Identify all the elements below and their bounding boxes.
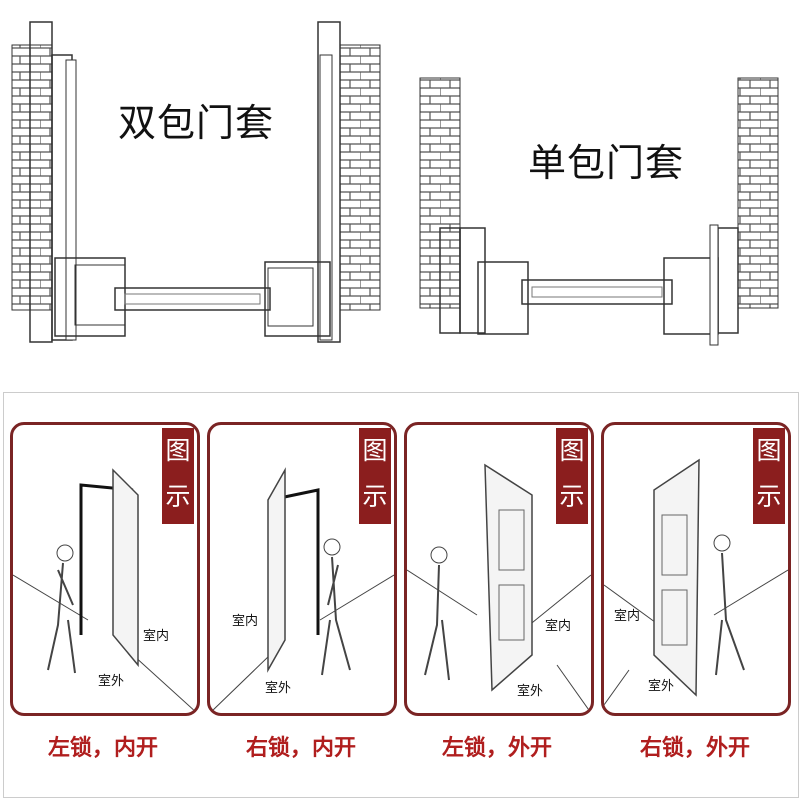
indoor-label: 室内	[143, 629, 170, 644]
caption-left-lock-outward: 左锁，外开	[441, 736, 552, 761]
indoor-label: 室内	[545, 619, 572, 634]
outdoor-label: 室外	[265, 681, 292, 696]
panel-right-lock-outward: 图示 室内 室外	[601, 422, 791, 716]
legend-frame	[3, 392, 799, 798]
caption-right-lock-inward: 右锁，内开	[245, 736, 356, 761]
panel-right-lock-inward: 图示 室内 室外	[207, 422, 397, 716]
door-frame-cross-section-diagrams	[11, 21, 779, 346]
panel-left-lock-outward: 图示 室内 室外	[404, 422, 594, 716]
double-pack-title: 双包门套	[118, 101, 275, 145]
door-scene-illustration	[407, 463, 591, 713]
single-pack-title: 单包门套	[528, 141, 685, 185]
door-scene-illustration	[13, 468, 197, 713]
diagram-badge: 图示	[753, 428, 785, 524]
caption-right-lock-outward: 右锁，外开	[639, 736, 750, 761]
caption-left-lock-inward: 左锁，内开	[47, 736, 158, 761]
diagram-badge: 图示	[162, 428, 194, 524]
indoor-label: 室内	[614, 609, 641, 624]
diagram-badge: 图示	[556, 428, 588, 524]
door-scene-illustration	[210, 467, 394, 713]
indoor-label: 室内	[232, 614, 259, 629]
single-pack-diagram	[419, 77, 779, 346]
panel-left-lock-inward: 图示 室内 室外	[10, 422, 200, 716]
double-pack-diagram	[11, 21, 381, 343]
outdoor-label: 室外	[648, 679, 675, 694]
outdoor-label: 室外	[517, 684, 544, 699]
outdoor-label: 室外	[98, 674, 125, 689]
diagram-badge: 图示	[359, 428, 391, 524]
door-scene-illustration	[604, 458, 788, 706]
